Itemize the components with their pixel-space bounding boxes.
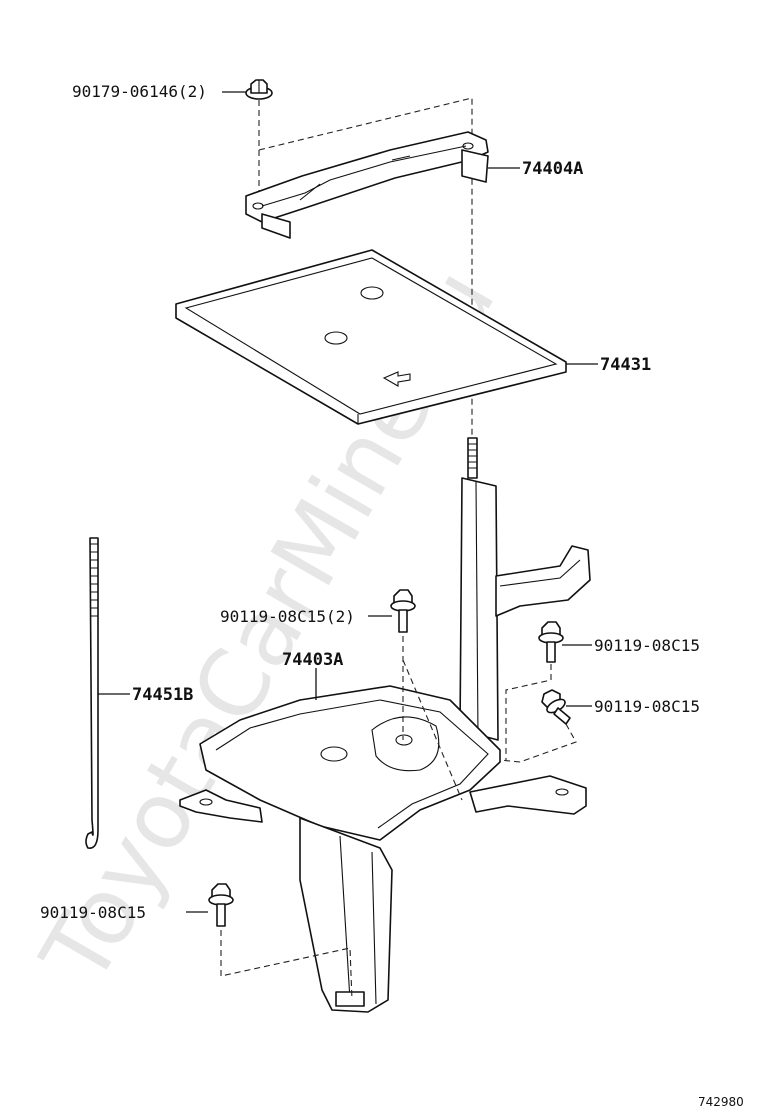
flange-bolt-right-1 xyxy=(538,621,564,663)
flange-bolt-mid xyxy=(390,589,416,633)
label-rod: 74451B xyxy=(132,685,193,705)
guide-bolt-bottom xyxy=(220,930,353,1001)
stud-bolt xyxy=(467,437,478,479)
label-nut-top: 90179-06146(2) xyxy=(72,82,207,101)
hold-down-rod xyxy=(85,537,99,849)
figure-number: 742980 xyxy=(698,1095,744,1109)
label-bracket: 74403A xyxy=(282,650,343,670)
flange-nut-top xyxy=(245,79,273,100)
label-bolt-bottom: 90119-08C15 xyxy=(40,903,146,922)
battery-clamp xyxy=(245,131,489,239)
flange-bolt-bottom xyxy=(208,883,234,927)
label-bolt-right-1: 90119-08C15 xyxy=(594,636,700,655)
flange-bolt-right-2 xyxy=(541,689,571,725)
battery-carrier-bracket xyxy=(179,477,591,1013)
guide-nut-clamp xyxy=(258,97,473,440)
label-bolt-mid: 90119-08C15(2) xyxy=(220,607,355,626)
label-clamp: 74404A xyxy=(522,159,583,179)
guide-right-bolts xyxy=(499,664,577,763)
label-tray: 74431 xyxy=(600,355,651,375)
guide-bolt-mid xyxy=(402,636,463,801)
battery-tray xyxy=(175,249,567,425)
label-bolt-right-2: 90119-08C15 xyxy=(594,697,700,716)
